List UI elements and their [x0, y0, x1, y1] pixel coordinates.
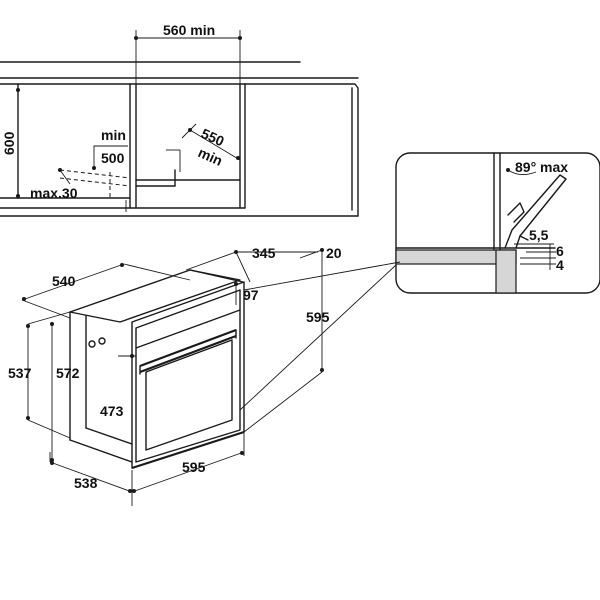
- oven-width-595-label: 595: [182, 459, 206, 475]
- door-detail: 89° max 5,5 6 4: [395, 152, 600, 294]
- detail-connector-line: [239, 264, 397, 411]
- cabinet-section: 560 min 600 min 500 550 min max.30: [0, 22, 359, 217]
- oven-538-label: 538: [74, 475, 98, 491]
- oven-572-label: 572: [56, 365, 80, 381]
- detail-6-label: 6: [556, 243, 564, 259]
- oven-isometric: 540 345 20 97 595 537 572: [8, 245, 342, 506]
- oven-depth-540-label: 540: [52, 273, 76, 289]
- gap-max30-label: max.30: [30, 185, 78, 201]
- depth-500-label: 500: [101, 150, 125, 166]
- oven-height-595-label: 595: [306, 309, 330, 325]
- depth-min-word-label: min: [101, 127, 126, 143]
- oven-537-label: 537: [8, 365, 32, 381]
- cabinet-width-min-label: 560 min: [163, 22, 215, 38]
- door-angle-label: 89° max: [515, 159, 568, 175]
- detail-55-label: 5,5: [529, 227, 549, 243]
- detail-4-label: 4: [556, 257, 564, 273]
- oven-97-label: 97: [243, 287, 259, 303]
- oven-depth-345-label: 345: [252, 245, 276, 261]
- oven-front-20-label: 20: [326, 245, 342, 261]
- oven-473-label: 473: [100, 403, 124, 419]
- cabinet-height-label: 600: [1, 131, 17, 155]
